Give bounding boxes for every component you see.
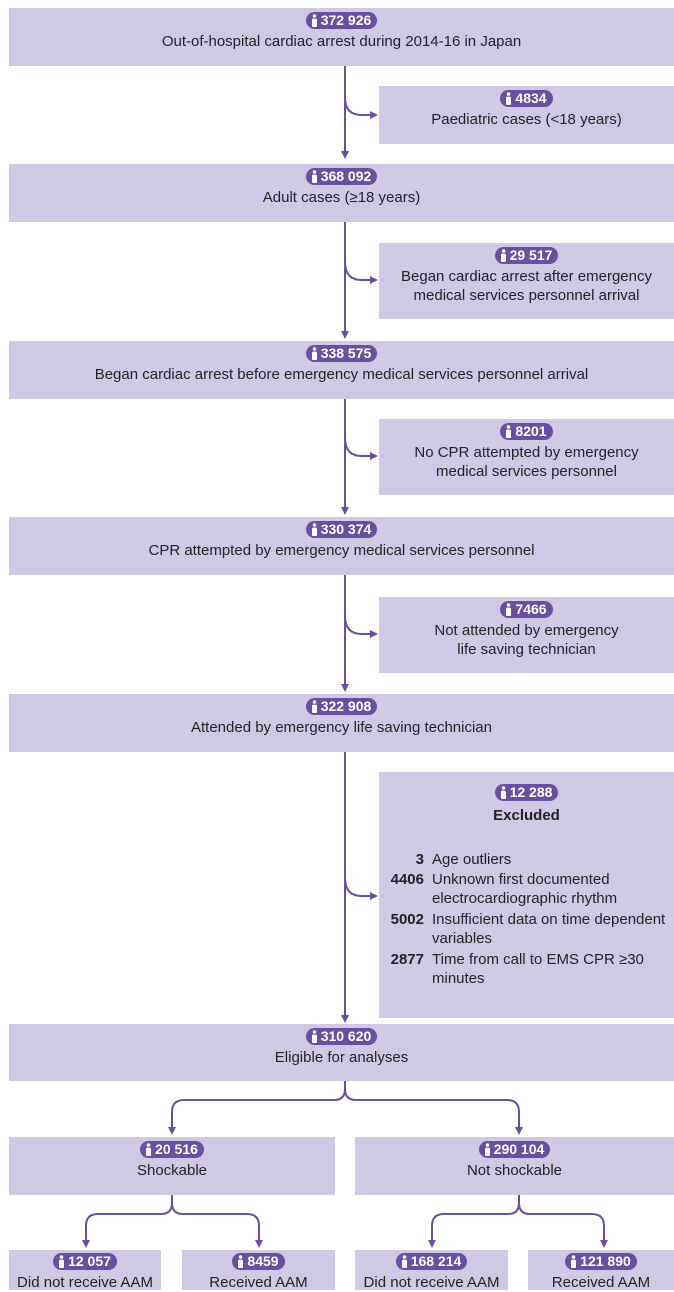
count-badge: 310 620: [305, 1028, 378, 1045]
arrow-split-shock-r: [171, 1202, 263, 1248]
excluded-count: 2877: [390, 951, 424, 968]
arrow-side-1: [344, 97, 378, 119]
side-box-after-ems: 29 517 Began cardiac arrest after emerge…: [379, 243, 674, 319]
main-box-cpr: 330 374 CPR attempted by emergency medic…: [9, 517, 674, 575]
group-box-shockable: 20 516 Shockable: [9, 1137, 335, 1195]
person-icon: [506, 92, 512, 105]
leaf-box-nonshock-no-aam: 168 214 Did not receive AAM: [355, 1250, 508, 1291]
person-icon: [146, 1143, 152, 1156]
excluded-reason: Age outliers: [432, 851, 512, 868]
leaf-box-nonshock-aam: 121 890 Received AAM: [528, 1250, 674, 1291]
count-badge: 168 214: [395, 1253, 468, 1270]
group-box-not-shockable: 290 104 Not shockable: [355, 1137, 674, 1195]
person-icon: [500, 249, 506, 262]
person-icon: [311, 170, 317, 183]
arrow-side-2: [344, 261, 378, 284]
box-label: Shockable: [136, 1162, 208, 1179]
box-label: Adult cases (≥18 years): [262, 189, 421, 206]
count-badge: 29 517: [494, 247, 559, 264]
arrow-side-4: [344, 615, 378, 638]
person-icon: [571, 1255, 577, 1268]
box-label-line2: life saving technician: [457, 641, 596, 658]
main-box-eligible: 310 620 Eligible for analyses: [9, 1024, 674, 1081]
excluded-count: 3: [415, 851, 424, 868]
person-icon: [311, 347, 317, 360]
count-badge: 12 288: [494, 784, 559, 801]
count-badge: 7466: [500, 601, 553, 618]
person-icon: [506, 425, 512, 438]
leaf-box-shock-no-aam: 12 057 Did not receive AAM: [9, 1250, 161, 1291]
box-label: Eligible for analyses: [274, 1049, 409, 1066]
side-box-excluded: 12 288 Excluded 3 Age outliers 4406 Unkn…: [379, 772, 674, 1018]
excluded-reason: Unknown first documented electrocardiogr…: [432, 871, 618, 907]
person-icon: [311, 1030, 317, 1043]
main-box-total: 372 926 Out-of-hospital cardiac arrest d…: [9, 8, 674, 66]
excluded-item: 3 Age outliers: [379, 850, 674, 870]
person-icon: [311, 700, 317, 713]
arrow-split-nonshock-r: [518, 1202, 608, 1248]
excluded-reason: Insufficient data on time dependent vari…: [432, 911, 666, 947]
arrow-split-main-r: [344, 1088, 523, 1135]
person-icon: [59, 1255, 65, 1268]
arrow-split-nonshock-l: [428, 1195, 520, 1248]
count-badge: 372 926: [305, 12, 378, 29]
count-badge: 290 104: [478, 1141, 551, 1158]
count-badge: 368 092: [305, 168, 378, 185]
box-label: Began cardiac arrest before emergency me…: [94, 366, 589, 383]
person-icon: [311, 14, 317, 27]
excluded-item: 2877 Time from call to EMS CPR ≥30 minut…: [379, 950, 674, 990]
box-label: Did not receive AAM: [17, 1274, 153, 1291]
excluded-list: 3 Age outliers 4406 Unknown first docume…: [379, 850, 674, 990]
box-label-line2: medical services personnel arrival: [413, 287, 640, 304]
main-box-adult: 368 092 Adult cases (≥18 years): [9, 164, 674, 222]
box-label: Did not receive AAM: [363, 1274, 500, 1291]
main-box-elst: 322 908 Attended by emergency life savin…: [9, 694, 674, 752]
arrow-side-3: [344, 437, 378, 460]
box-label: Out-of-hospital cardiac arrest during 20…: [161, 33, 522, 50]
count-badge: 8201: [500, 423, 553, 440]
count-badge: 330 374: [305, 521, 378, 538]
count-badge: 322 908: [305, 698, 378, 715]
box-label: Attended by emergency life saving techni…: [190, 719, 492, 736]
count-badge: 8459: [232, 1253, 285, 1270]
side-box-not-elst: 7466 Not attended by emergency life savi…: [379, 597, 674, 673]
person-icon: [311, 523, 317, 536]
excluded-title: Excluded: [493, 807, 560, 824]
box-label: CPR attempted by emergency medical servi…: [148, 542, 535, 559]
main-box-before-ems: 338 575 Began cardiac arrest before emer…: [9, 341, 674, 399]
person-icon: [238, 1255, 244, 1268]
excluded-count: 5002: [390, 911, 424, 928]
side-box-paediatric: 4834 Paediatric cases (<18 years): [379, 86, 674, 144]
box-label: Paediatric cases (<18 years): [431, 111, 622, 128]
box-label: Received AAM: [551, 1274, 651, 1291]
box-label-line1: No CPR attempted by emergency: [414, 444, 639, 461]
arrow-split-shock-l: [82, 1195, 173, 1248]
count-badge: 20 516: [140, 1141, 204, 1158]
box-label-line1: Began cardiac arrest after emergency: [401, 268, 652, 285]
box-label: Received AAM: [209, 1274, 308, 1291]
arrow-side-5: [344, 877, 378, 900]
count-badge: 338 575: [305, 345, 378, 362]
side-box-no-cpr: 8201 No CPR attempted by emergency medic…: [379, 419, 674, 495]
excluded-item: 5002 Insufficient data on time dependent…: [379, 910, 674, 950]
count-badge: 121 890: [565, 1253, 637, 1270]
box-label: Not shockable: [466, 1162, 563, 1179]
excluded-item: 4406 Unknown first documented electrocar…: [379, 870, 674, 910]
count-badge: 12 057: [53, 1253, 117, 1270]
box-label-line1: Not attended by emergency: [434, 622, 619, 639]
box-label-line2: medical services personnel: [436, 463, 617, 480]
excluded-count: 4406: [390, 871, 424, 888]
excluded-reason: Time from call to EMS CPR ≥30 minutes: [432, 951, 644, 987]
person-icon: [401, 1255, 407, 1268]
person-icon: [500, 786, 506, 799]
leaf-box-shock-aam: 8459 Received AAM: [182, 1250, 335, 1291]
person-icon: [484, 1143, 490, 1156]
arrow-split-main: [168, 1081, 346, 1135]
count-badge: 4834: [500, 90, 553, 107]
person-icon: [506, 603, 512, 616]
